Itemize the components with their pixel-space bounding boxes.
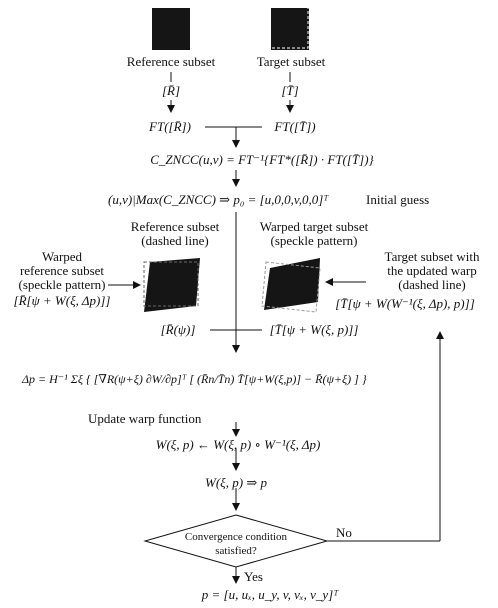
target-bracket: [T̄] xyxy=(281,84,298,98)
target-speckle-image xyxy=(271,8,309,50)
target-updated-label-1: Target subset with xyxy=(385,250,480,264)
convergence-label-1: Convergence condition xyxy=(185,530,287,544)
warped-reference-speckle-image xyxy=(144,258,200,312)
reference-dashed-label-1: Reference subset xyxy=(131,220,219,234)
warped-ref-equation: [R̄[ψ + W(ξ, Δp)]] xyxy=(14,294,111,308)
target-subset-label: Target subset xyxy=(257,55,326,69)
warped-ref-label-3: (speckle pattern) xyxy=(19,278,106,292)
final-parameter-vector: p = [u, uₓ, u_y, v, vₓ, v_y]ᵀ xyxy=(202,588,338,602)
reference-dashed-label-2: (dashed line) xyxy=(141,234,209,248)
reference-bracket: [R̄] xyxy=(162,84,180,98)
warped-ref-label-1: Warped xyxy=(42,250,82,264)
initial-guess-equation: (u,v)|Max(C_ZNCC) ⇒ p₀ = [u,0,0,v,0,0]ᵀ xyxy=(108,193,328,207)
reference-subset-label: Reference subset xyxy=(127,55,215,69)
target-updated-label-3: (dashed line) xyxy=(398,278,466,292)
zncc-equation: C_ZNCC(u,v) = FT⁻¹{FT*([R̄]) · FT([T̄])} xyxy=(150,153,374,167)
r-psi-term: [R̄(ψ)] xyxy=(161,323,196,337)
delta-p-equation: Δp = H⁻¹ Σξ { [∇R(ψ+ξ) ∂W/∂p]ᵀ [ (R̄n/T̄… xyxy=(22,372,367,386)
target-updated-equation: [T̄[ψ + W(W⁻¹(ξ, Δp), p)]] xyxy=(335,297,475,311)
ft-target: FT([T̄]) xyxy=(274,120,315,134)
warp-update-equation: W(ξ, p) ← W(ξ, p) ∘ W⁻¹(ξ, Δp) xyxy=(156,438,321,452)
warped-ref-label-2: reference subset xyxy=(20,264,104,278)
warped-target-label-1: Warped target subset xyxy=(260,220,368,234)
warp-to-p-equation: W(ξ, p) ⇒ p xyxy=(205,476,267,490)
yes-label: Yes xyxy=(244,570,263,584)
warped-target-speckle-image xyxy=(264,258,320,310)
update-warp-label: Update warp function xyxy=(88,412,201,426)
no-label: No xyxy=(336,526,352,540)
warped-target-label-2: (speckle pattern) xyxy=(271,234,358,248)
convergence-label-2: satisfied? xyxy=(215,544,257,558)
ft-reference: FT([R̄]) xyxy=(149,120,191,134)
initial-guess-label: Initial guess xyxy=(366,193,429,207)
t-psi-term: [T̄[ψ + W(ξ, p)]] xyxy=(270,323,359,337)
target-updated-label-2: the updated warp xyxy=(387,264,477,278)
reference-speckle-image xyxy=(152,8,190,50)
